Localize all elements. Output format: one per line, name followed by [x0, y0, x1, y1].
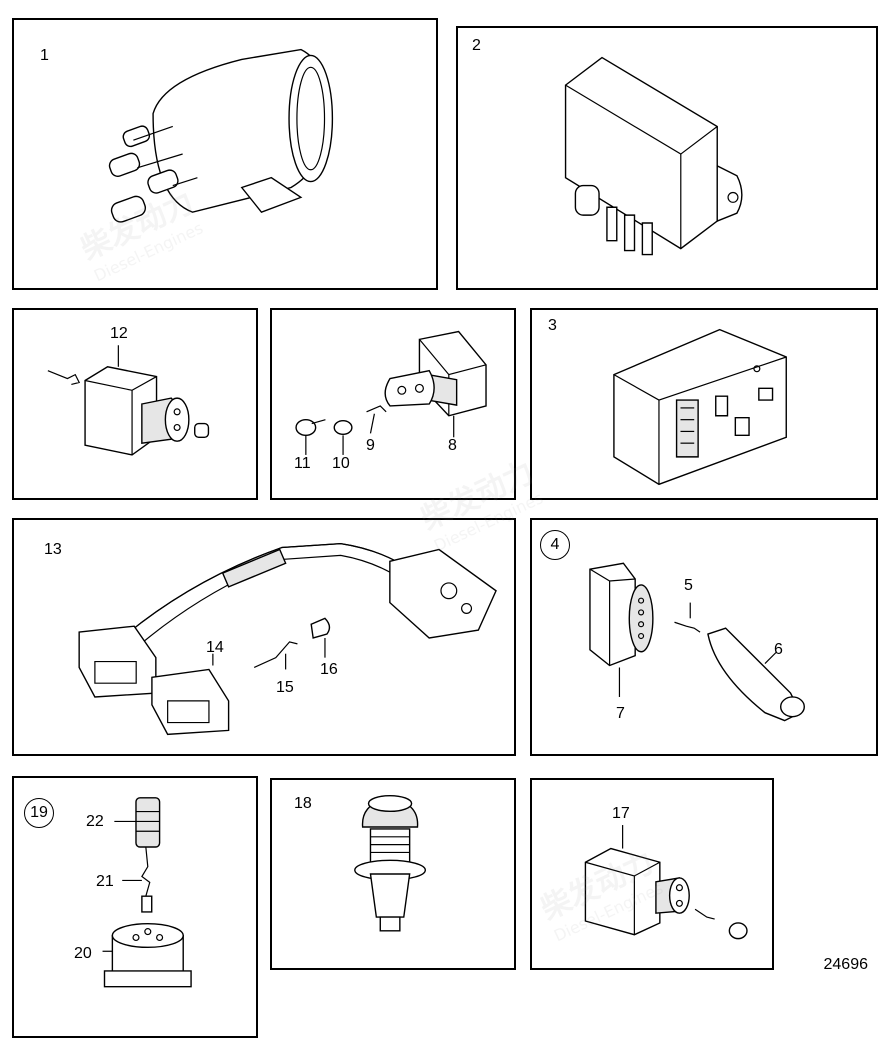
connector-8-illustration [272, 310, 514, 498]
panel-solenoid: 1 [12, 18, 438, 290]
panel-knob-18: 18 [270, 778, 516, 970]
callout-21: 21 [96, 873, 114, 890]
part-label-4: 4 [540, 530, 570, 560]
panel-relay-box: 2 [456, 26, 878, 290]
connector-12-illustration [14, 310, 256, 498]
part-label-2: 2 [472, 37, 481, 54]
callout-5: 5 [684, 577, 693, 594]
callout-10: 10 [332, 455, 350, 472]
panel-connector-4: 4 5 6 7 [530, 518, 878, 756]
callout-6: 6 [774, 641, 783, 658]
socket-19-illustration [14, 778, 256, 1036]
part-label-19: 19 [24, 798, 54, 828]
part-label-13: 13 [44, 541, 62, 558]
callout-15: 15 [276, 679, 294, 696]
relay-box-illustration [458, 28, 876, 288]
panel-socket-19: 19 22 21 20 [12, 776, 258, 1038]
callout-8: 8 [448, 437, 457, 454]
callout-12: 12 [110, 325, 128, 342]
panel-connector-17: 17 [530, 778, 774, 970]
callout-9: 9 [366, 437, 375, 454]
part-label-3: 3 [548, 317, 557, 334]
callout-17: 17 [612, 805, 630, 822]
connector-4-illustration [532, 520, 876, 754]
knob-18-illustration [272, 780, 514, 968]
callout-11: 11 [294, 455, 311, 472]
diagram-number: 24696 [823, 956, 869, 973]
part-label-1: 1 [40, 47, 49, 64]
callout-22: 22 [86, 813, 104, 830]
callout-14: 14 [206, 639, 224, 656]
part-label-18: 18 [294, 795, 312, 812]
solenoid-illustration [14, 20, 436, 288]
connector-17-illustration [532, 780, 772, 968]
callout-16: 16 [320, 661, 338, 678]
panel-relay-unit: 3 [530, 308, 878, 500]
callout-20: 20 [74, 945, 92, 962]
harness-illustration [14, 520, 514, 754]
panel-harness: 13 14 15 16 [12, 518, 516, 756]
relay-unit-illustration [532, 310, 876, 498]
panel-connector-12: 12 [12, 308, 258, 500]
panel-connector-8: 8 9 10 11 [270, 308, 516, 500]
callout-7: 7 [616, 705, 625, 722]
